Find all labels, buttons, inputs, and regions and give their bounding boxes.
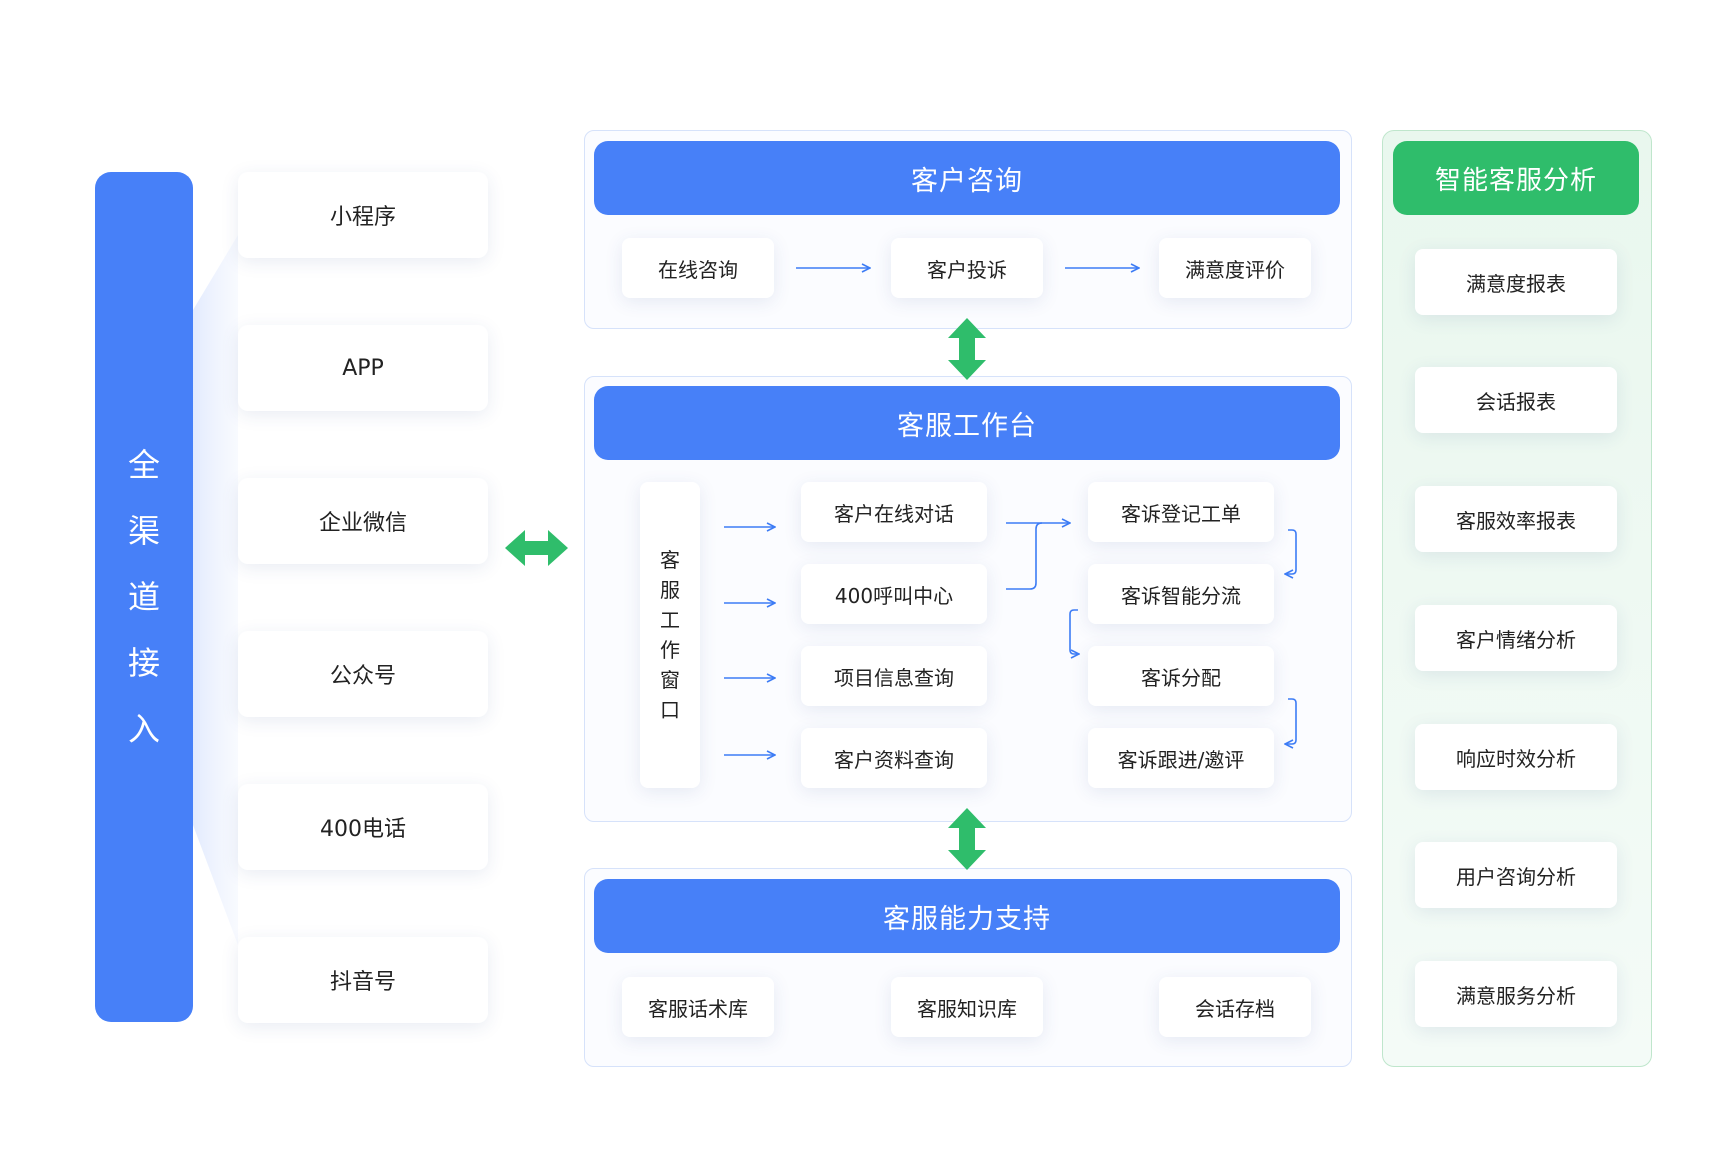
analysis-item-label: 响应时效分析: [1456, 743, 1576, 772]
channel-label: 抖音号: [330, 964, 396, 996]
analysis-item-label: 用户咨询分析: [1456, 861, 1576, 890]
support-session-archive: 会话存档: [1159, 977, 1311, 1037]
workbench-item-label: 项目信息查询: [834, 662, 954, 691]
channel-label: 400电话: [320, 811, 406, 843]
analysis-satisfied-service: 满意服务分析: [1415, 961, 1617, 1027]
channel-label: 小程序: [330, 199, 396, 231]
consult-step-label: 满意度评价: [1185, 254, 1285, 283]
complaint-item-label: 客诉分配: [1141, 662, 1221, 691]
analysis-title: 智能客服分析: [1435, 160, 1597, 197]
workbench-item-label: 客户资料查询: [834, 744, 954, 773]
workbench-customer-query: 客户资料查询: [801, 728, 987, 788]
complaint-smart-routing: 客诉智能分流: [1088, 564, 1274, 624]
support-knowledge-base: 客服知识库: [891, 977, 1043, 1037]
consult-step-satisfaction: 满意度评价: [1159, 238, 1311, 298]
service-window-label: 客服工作窗口: [658, 545, 682, 725]
channel-card-wecom: 企业微信: [238, 478, 488, 564]
consult-step-label: 客户投诉: [927, 254, 1007, 283]
analysis-item-label: 满意度报表: [1466, 268, 1566, 297]
consult-step-complaint: 客户投诉: [891, 238, 1043, 298]
workbench-call-center: 400呼叫中心: [801, 564, 987, 624]
analysis-item-label: 会话报表: [1476, 386, 1556, 415]
analysis-item-label: 客户情绪分析: [1456, 624, 1576, 653]
channel-card-douyin: 抖音号: [238, 937, 488, 1023]
channel-card-app: APP: [238, 325, 488, 411]
complaint-register: 客诉登记工单: [1088, 482, 1274, 542]
support-header: 客服能力支持: [594, 879, 1340, 953]
workbench-title: 客服工作台: [897, 404, 1037, 443]
channel-card-miniprogram: 小程序: [238, 172, 488, 258]
support-item-label: 客服话术库: [648, 993, 748, 1022]
consult-title: 客户咨询: [911, 159, 1023, 198]
support-item-label: 客服知识库: [917, 993, 1017, 1022]
workbench-header: 客服工作台: [594, 386, 1340, 460]
support-script-library: 客服话术库: [622, 977, 774, 1037]
omnichannel-bar: 全渠道接入: [95, 172, 193, 1022]
complaint-assign: 客诉分配: [1088, 646, 1274, 706]
channel-card-400-phone: 400电话: [238, 784, 488, 870]
double-arrow-horizontal: [505, 530, 568, 566]
analysis-session-report: 会话报表: [1415, 367, 1617, 433]
complaint-item-label: 客诉登记工单: [1121, 498, 1241, 527]
complaint-item-label: 客诉智能分流: [1121, 580, 1241, 609]
analysis-response-time: 响应时效分析: [1415, 724, 1617, 790]
workbench-project-query: 项目信息查询: [801, 646, 987, 706]
workbench-item-label: 客户在线对话: [834, 498, 954, 527]
support-title: 客服能力支持: [883, 897, 1051, 936]
analysis-satisfaction-report: 满意度报表: [1415, 249, 1617, 315]
channel-label: APP: [342, 356, 384, 381]
workbench-online-chat: 客户在线对话: [801, 482, 987, 542]
channel-label: 企业微信: [319, 505, 407, 537]
service-window-card: 客服工作窗口: [640, 482, 700, 788]
support-item-label: 会话存档: [1195, 993, 1275, 1022]
channel-card-official-account: 公众号: [238, 631, 488, 717]
complaint-followup: 客诉跟进/邀评: [1088, 728, 1274, 788]
consult-step-label: 在线咨询: [658, 254, 738, 283]
omnichannel-title: 全渠道接入: [124, 432, 164, 762]
analysis-header: 智能客服分析: [1393, 141, 1639, 215]
analysis-item-label: 满意服务分析: [1456, 980, 1576, 1009]
analysis-item-label: 客服效率报表: [1456, 505, 1576, 534]
consult-step-online: 在线咨询: [622, 238, 774, 298]
analysis-emotion: 客户情绪分析: [1415, 605, 1617, 671]
analysis-efficiency-report: 客服效率报表: [1415, 486, 1617, 552]
analysis-user-consult: 用户咨询分析: [1415, 842, 1617, 908]
channel-label: 公众号: [330, 658, 396, 690]
workbench-item-label: 400呼叫中心: [835, 580, 953, 609]
consult-header: 客户咨询: [594, 141, 1340, 215]
complaint-item-label: 客诉跟进/邀评: [1118, 744, 1245, 773]
